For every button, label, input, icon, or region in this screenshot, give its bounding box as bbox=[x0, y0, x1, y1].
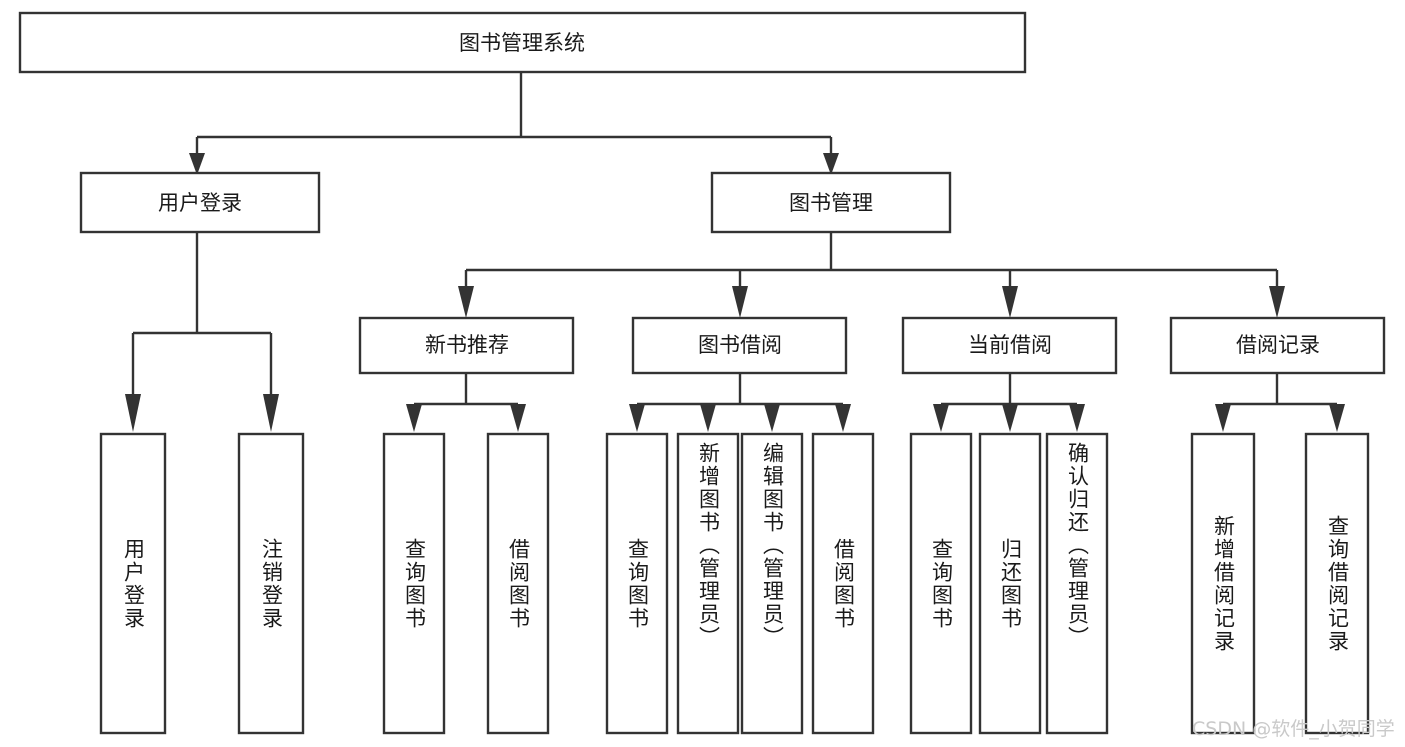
node-root-label: 图书管理系统 bbox=[459, 31, 585, 55]
arrowhead-book-manage bbox=[823, 153, 839, 175]
node-book-manage[interactable] bbox=[710, 171, 952, 234]
arrowhead-leaf-logout bbox=[263, 394, 279, 432]
arrowhead-leaf-add-book bbox=[700, 404, 716, 432]
arrowhead-leaf-edit-book bbox=[764, 404, 780, 432]
arrowhead-user-login bbox=[189, 153, 205, 175]
node-book-borrow[interactable] bbox=[631, 316, 848, 375]
arrowhead-leaf-query-book-1 bbox=[406, 404, 422, 432]
arrowhead-borrow-record bbox=[1269, 286, 1285, 318]
node-leaf-user-login[interactable] bbox=[99, 432, 167, 735]
node-user-login[interactable] bbox=[79, 171, 321, 234]
node-root[interactable] bbox=[18, 11, 1027, 74]
node-leaf-add-book[interactable] bbox=[676, 432, 740, 735]
node-book-borrow-label: 图书借阅 bbox=[698, 333, 782, 357]
node-current-borrow[interactable] bbox=[901, 316, 1118, 375]
node-borrow-record-label: 借阅记录 bbox=[1236, 333, 1320, 357]
arrowhead-new-book-rec bbox=[458, 286, 474, 318]
node-borrow-record[interactable] bbox=[1169, 316, 1386, 375]
node-current-borrow-label: 当前借阅 bbox=[968, 333, 1052, 357]
arrowhead-book-borrow bbox=[732, 286, 748, 318]
node-leaf-query-book-1[interactable] bbox=[382, 432, 446, 735]
arrowhead-leaf-borrow-book-2 bbox=[835, 404, 851, 432]
csdn-watermark: CSDN @软件_小贺同学 bbox=[1192, 718, 1395, 740]
node-layer: 图书管理系统 用户登录 图书管理 新书推荐 图书借阅 当前借阅 借阅记录 bbox=[18, 11, 1386, 735]
arrowhead-leaf-query-book-2 bbox=[629, 404, 645, 432]
node-leaf-edit-book[interactable] bbox=[740, 432, 804, 735]
arrowhead-leaf-user-login bbox=[125, 394, 141, 432]
arrowhead-current-borrow bbox=[1002, 286, 1018, 318]
node-leaf-logout[interactable] bbox=[237, 432, 305, 735]
node-new-book-rec[interactable] bbox=[358, 316, 575, 375]
node-user-login-label: 用户登录 bbox=[158, 191, 242, 215]
node-book-manage-label: 图书管理 bbox=[789, 191, 873, 215]
arrowhead-leaf-query-record bbox=[1329, 404, 1345, 432]
arrowhead-leaf-borrow-book-1 bbox=[510, 404, 526, 432]
arrowhead-leaf-return-book bbox=[1002, 404, 1018, 432]
node-leaf-add-record[interactable] bbox=[1190, 432, 1256, 735]
node-new-book-rec-label: 新书推荐 bbox=[425, 333, 509, 357]
node-leaf-query-book-3[interactable] bbox=[909, 432, 973, 735]
node-leaf-query-book-2[interactable] bbox=[605, 432, 669, 735]
node-leaf-query-record[interactable] bbox=[1304, 432, 1370, 735]
node-leaf-borrow-book-1[interactable] bbox=[486, 432, 550, 735]
node-leaf-return-book[interactable] bbox=[978, 432, 1042, 735]
arrowhead-leaf-query-book-3 bbox=[933, 404, 949, 432]
node-leaf-borrow-book-2[interactable] bbox=[811, 432, 875, 735]
arrowhead-leaf-add-record bbox=[1215, 404, 1231, 432]
connector-layer bbox=[125, 72, 1345, 432]
node-leaf-confirm-return[interactable] bbox=[1045, 432, 1109, 735]
arrowhead-leaf-confirm-return bbox=[1069, 404, 1085, 432]
